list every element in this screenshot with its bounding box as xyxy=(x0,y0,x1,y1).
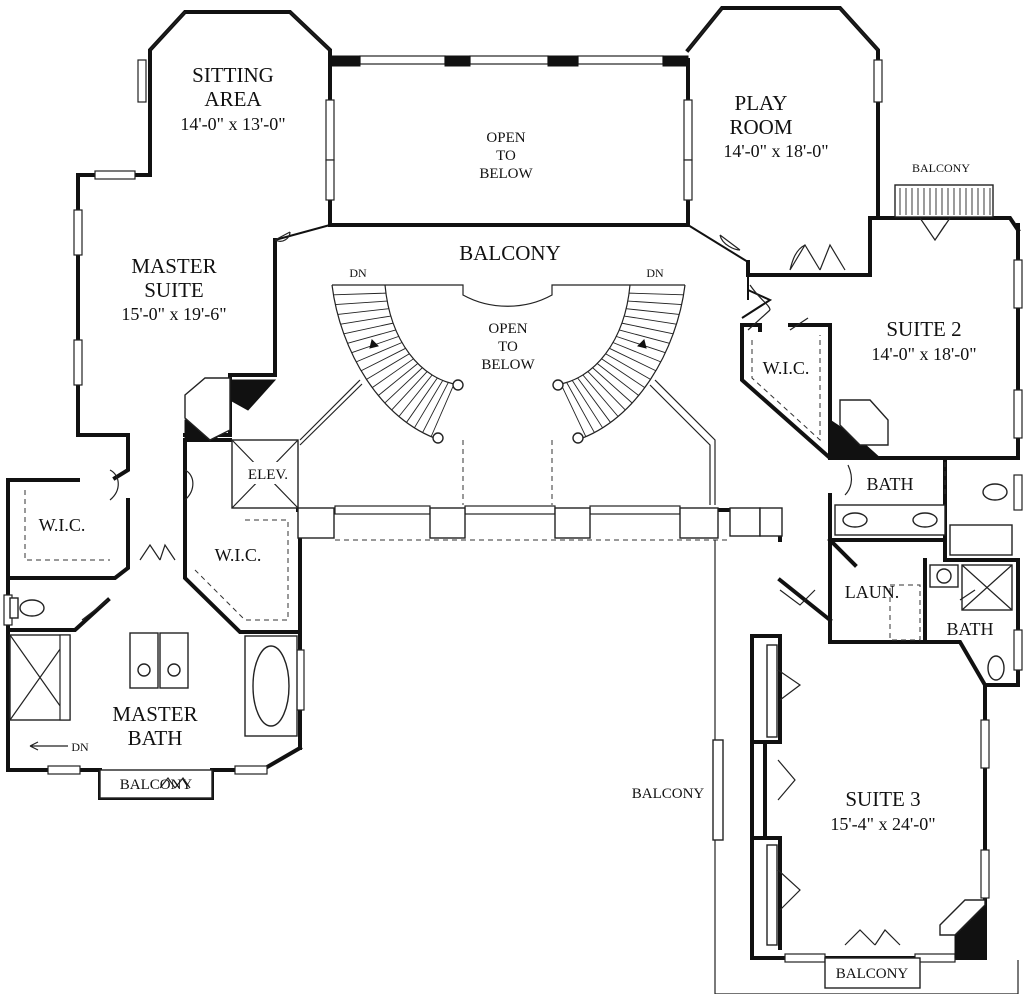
stair-tread xyxy=(627,300,682,306)
stair-tread xyxy=(335,300,388,306)
open-to-below-center-3: BELOW xyxy=(481,357,535,373)
master-suite-dims: 15'-0" x 19'-6" xyxy=(121,304,226,324)
stair-tread xyxy=(582,374,619,417)
stair-tread xyxy=(398,374,433,417)
bath-fixtures xyxy=(9,335,1013,946)
stair-tread xyxy=(596,363,639,396)
stair-tread xyxy=(391,371,428,411)
suite-2-dims: 14'-0" x 18'-0" xyxy=(871,344,976,364)
staircases xyxy=(299,284,716,505)
balcony-right-label: BALCONY xyxy=(632,786,705,802)
stair-tread xyxy=(356,342,403,363)
stair-tread xyxy=(360,347,406,372)
master-bath-name-2: BATH xyxy=(128,726,183,750)
suite-2-name: SUITE 2 xyxy=(886,317,961,341)
stair-tread xyxy=(337,308,389,315)
stair-tread xyxy=(587,371,626,411)
stair-left-dn-label: DN xyxy=(349,266,367,280)
elevator xyxy=(231,439,299,509)
master-suite-name-1: MASTER xyxy=(131,254,216,278)
stair-tread xyxy=(384,367,423,404)
balcony-master-bath-label: BALCONY xyxy=(120,777,193,793)
stair-tread xyxy=(592,367,633,404)
solid-blocks xyxy=(184,377,986,959)
balcony-top-right-label: BALCONY xyxy=(912,161,970,175)
stair-tread xyxy=(347,329,396,344)
windows xyxy=(3,7,1023,963)
stair-tread xyxy=(601,358,646,389)
stair-tread xyxy=(366,353,410,380)
wic-suite-2-label: W.I.C. xyxy=(763,358,810,378)
stair-tread xyxy=(624,315,677,325)
stair-tread xyxy=(371,358,414,389)
stair-tread xyxy=(422,382,449,433)
room-labels: SITTING AREA 14'-0" x 13'-0" OPEN TO BEL… xyxy=(29,63,994,982)
suite-3-dims: 15'-4" x 24'-0" xyxy=(830,814,935,834)
stair-tread xyxy=(378,363,419,396)
open-to-below-top-1: OPEN xyxy=(486,130,525,146)
open-to-below-top-2: TO xyxy=(496,148,516,164)
master-suite-name-2: SUITE xyxy=(144,278,204,302)
sitting-area-dims: 14'-0" x 13'-0" xyxy=(180,114,285,134)
sitting-area-name-2: AREA xyxy=(204,87,262,111)
sitting-area-name-1: SITTING xyxy=(192,63,274,87)
play-room-name-2: ROOM xyxy=(729,115,792,139)
stair-tread xyxy=(609,347,657,372)
stair-tread xyxy=(629,292,684,296)
stair-tread xyxy=(621,322,674,335)
stair-tread xyxy=(406,377,438,423)
stair-tread xyxy=(343,322,394,335)
play-room-name-1: PLAY xyxy=(735,91,788,115)
bath-suite-2-label: BATH xyxy=(866,474,913,494)
stair-tread xyxy=(566,382,595,433)
stair-tread xyxy=(577,377,611,423)
suite-3-name: SUITE 3 xyxy=(845,787,920,811)
elevator-label: ELEV. xyxy=(248,467,288,483)
dn-arrow-icon xyxy=(29,741,68,751)
master-bath-dn-label: DN xyxy=(71,740,89,754)
stair-tread xyxy=(626,308,680,315)
play-room-dims: 14'-0" x 18'-0" xyxy=(723,141,828,161)
balconies xyxy=(99,184,1019,994)
laundry-label: LAUN. xyxy=(845,582,900,602)
stair-tread xyxy=(605,353,651,380)
stair-tread xyxy=(414,380,444,429)
wic-left-label: W.I.C. xyxy=(39,515,86,535)
open-to-below-center-2: TO xyxy=(498,339,518,355)
open-to-below-top-3: BELOW xyxy=(479,166,533,182)
stair-tread xyxy=(612,342,661,363)
stair-tread xyxy=(571,380,603,429)
stair-tread xyxy=(560,383,587,437)
open-to-below-center-1: OPEN xyxy=(488,321,527,337)
stair-tread xyxy=(340,315,391,325)
doors xyxy=(81,217,976,946)
wic-center-label: W.I.C. xyxy=(215,545,262,565)
stair-tread xyxy=(619,329,670,344)
stair-right-dn-label: DN xyxy=(646,266,664,280)
stair-tread xyxy=(333,292,386,296)
balcony-center-label: BALCONY xyxy=(459,241,561,265)
stair-tread xyxy=(430,383,455,437)
balcony-bottom-label: BALCONY xyxy=(836,966,909,982)
master-bath-name-1: MASTER xyxy=(112,702,197,726)
bath-suite-3-label: BATH xyxy=(946,619,993,639)
